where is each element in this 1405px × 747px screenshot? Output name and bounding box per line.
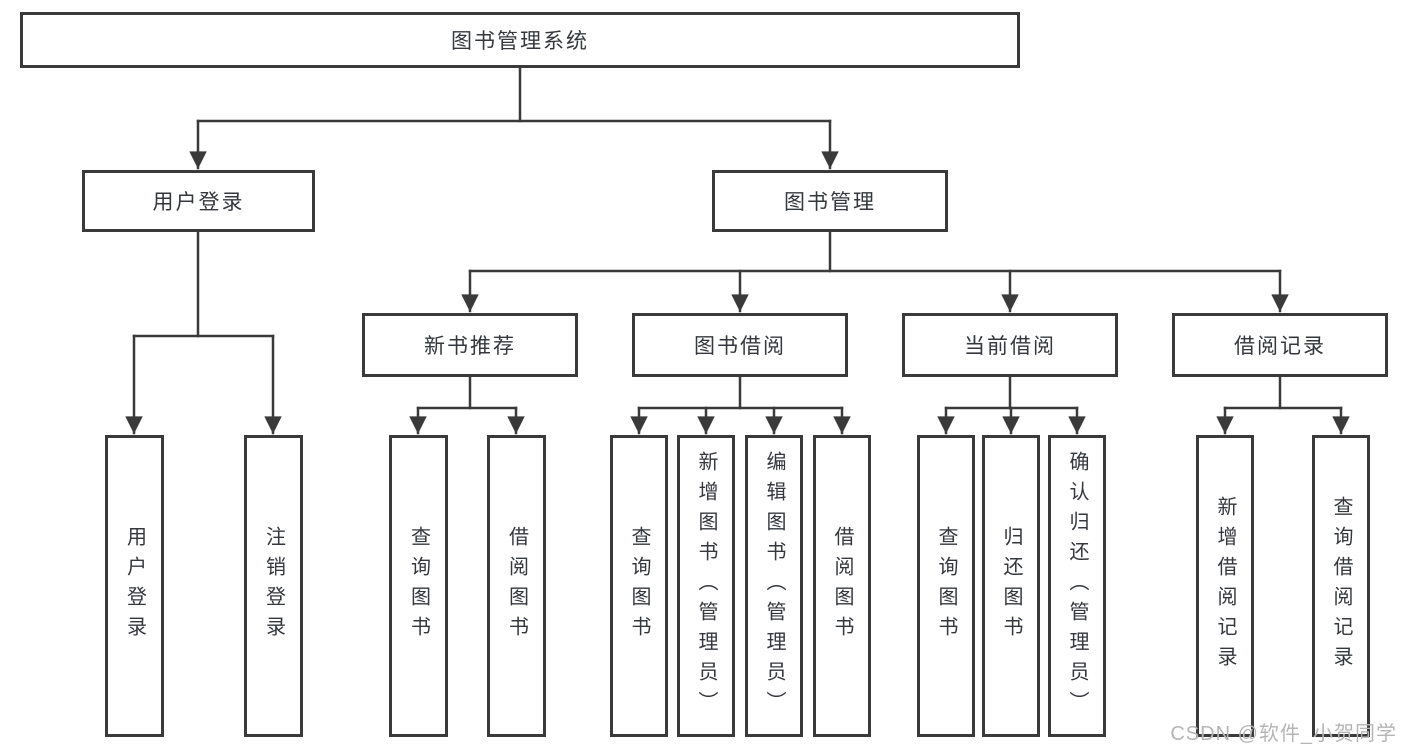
- leaf-label: 新增图书（管理员）: [695, 451, 717, 721]
- leaf-return-books: 归还图书: [982, 435, 1040, 737]
- node-book-management: 图书管理: [712, 170, 948, 232]
- leaf-search-books-recommend: 查询图书: [389, 435, 448, 737]
- node-library-management-system: 图书管理系统: [20, 12, 1020, 68]
- leaf-label: 借阅图书: [505, 526, 528, 646]
- node-book-borrowing: 图书借阅: [632, 313, 848, 377]
- leaf-search-books-current: 查询图书: [917, 435, 975, 737]
- watermark-text: CSDN @软件_小贺同学: [1170, 723, 1397, 745]
- leaf-label: 查询图书: [628, 526, 650, 646]
- node-label: 图书借阅: [694, 335, 786, 358]
- node-borrowing-records: 借阅记录: [1172, 313, 1388, 377]
- node-label: 用户登录: [152, 191, 245, 214]
- leaf-label: 借阅图书: [831, 526, 853, 646]
- leaf-label: 新增借阅记录: [1214, 496, 1236, 676]
- leaf-search-books-borrowing: 查询图书: [610, 435, 668, 737]
- leaf-search-borrow-record: 查询借阅记录: [1312, 435, 1370, 737]
- node-current-borrowing: 当前借阅: [902, 313, 1118, 377]
- leaf-edit-book-admin: 编辑图书（管理员）: [745, 435, 803, 737]
- node-label: 图书管理: [784, 191, 876, 214]
- node-label: 图书管理系统: [451, 30, 589, 53]
- leaf-logout: 注销登录: [244, 435, 303, 737]
- leaf-label: 确认归还（管理员）: [1066, 451, 1088, 721]
- leaf-label: 用户登录: [123, 526, 146, 646]
- leaf-confirm-return-admin: 确认归还（管理员）: [1048, 435, 1106, 737]
- node-new-book-recommendation: 新书推荐: [362, 313, 578, 377]
- leaf-borrow-books-recommend: 借阅图书: [487, 435, 546, 737]
- leaf-label: 归还图书: [1000, 526, 1022, 646]
- leaf-add-book-admin: 新增图书（管理员）: [677, 435, 735, 737]
- node-label: 借阅记录: [1234, 335, 1326, 358]
- node-label: 当前借阅: [964, 335, 1056, 358]
- leaf-label: 注销登录: [262, 526, 285, 646]
- leaf-add-borrow-record: 新增借阅记录: [1196, 435, 1254, 737]
- leaf-label: 查询图书: [407, 526, 430, 646]
- leaf-label: 编辑图书（管理员）: [763, 451, 785, 721]
- leaf-borrow-books: 借阅图书: [813, 435, 871, 737]
- node-user-login: 用户登录: [82, 170, 315, 232]
- leaf-label: 查询图书: [935, 526, 957, 646]
- leaf-label: 查询借阅记录: [1330, 496, 1352, 676]
- leaf-user-login: 用户登录: [105, 435, 164, 737]
- node-label: 新书推荐: [424, 335, 516, 358]
